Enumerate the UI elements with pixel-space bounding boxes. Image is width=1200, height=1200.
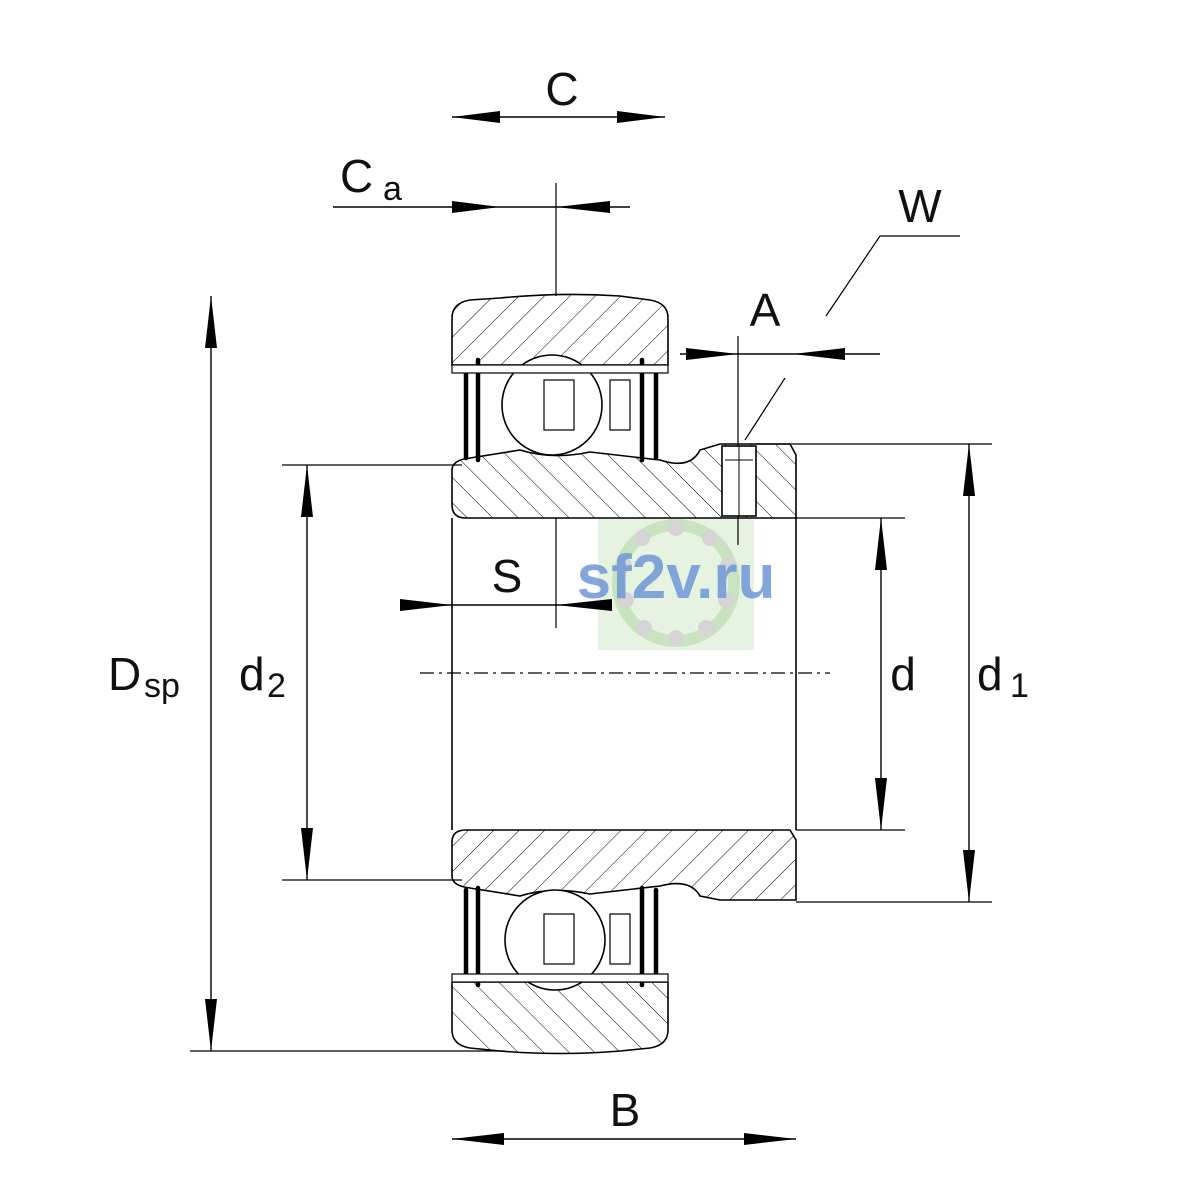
top-cage <box>543 379 631 431</box>
dim-Dsp <box>190 296 505 1052</box>
bottom-seals <box>451 885 669 988</box>
dim-Ca <box>333 183 630 296</box>
watermark-badge: sf2v.ru <box>577 517 775 650</box>
label-W: W <box>898 180 942 232</box>
dim-d <box>796 517 905 831</box>
dim-C <box>452 111 665 123</box>
dim-d2 <box>282 464 462 881</box>
bottom-inner-ring <box>451 829 797 901</box>
label-C: C <box>545 63 578 115</box>
label-B: B <box>610 1084 641 1136</box>
label-d1: d <box>977 648 1003 700</box>
label-S: S <box>492 550 523 602</box>
label-d2-sub: 2 <box>267 667 286 705</box>
bottom-outer-ring <box>451 889 669 1055</box>
label-d1-sub: 1 <box>1010 667 1029 705</box>
dim-d1 <box>756 443 992 903</box>
top-outer-ring <box>451 293 669 456</box>
label-d2: d <box>239 648 265 700</box>
label-Dsp: D <box>108 648 141 700</box>
dim-B <box>452 1133 796 1145</box>
dim-W <box>744 235 960 441</box>
dim-A <box>680 336 880 545</box>
watermark-balls <box>616 520 736 646</box>
label-Dsp-sub: sp <box>144 667 180 705</box>
label-Ca: C <box>340 150 373 202</box>
label-Ca-sub: a <box>383 170 402 208</box>
top-seals <box>451 357 669 463</box>
label-A: A <box>750 284 781 336</box>
bottom-cage <box>543 913 631 965</box>
bottom-ball <box>504 889 606 991</box>
dim-S <box>400 518 612 628</box>
set-screw <box>721 445 757 517</box>
label-d: d <box>890 648 916 700</box>
bore <box>420 518 830 830</box>
